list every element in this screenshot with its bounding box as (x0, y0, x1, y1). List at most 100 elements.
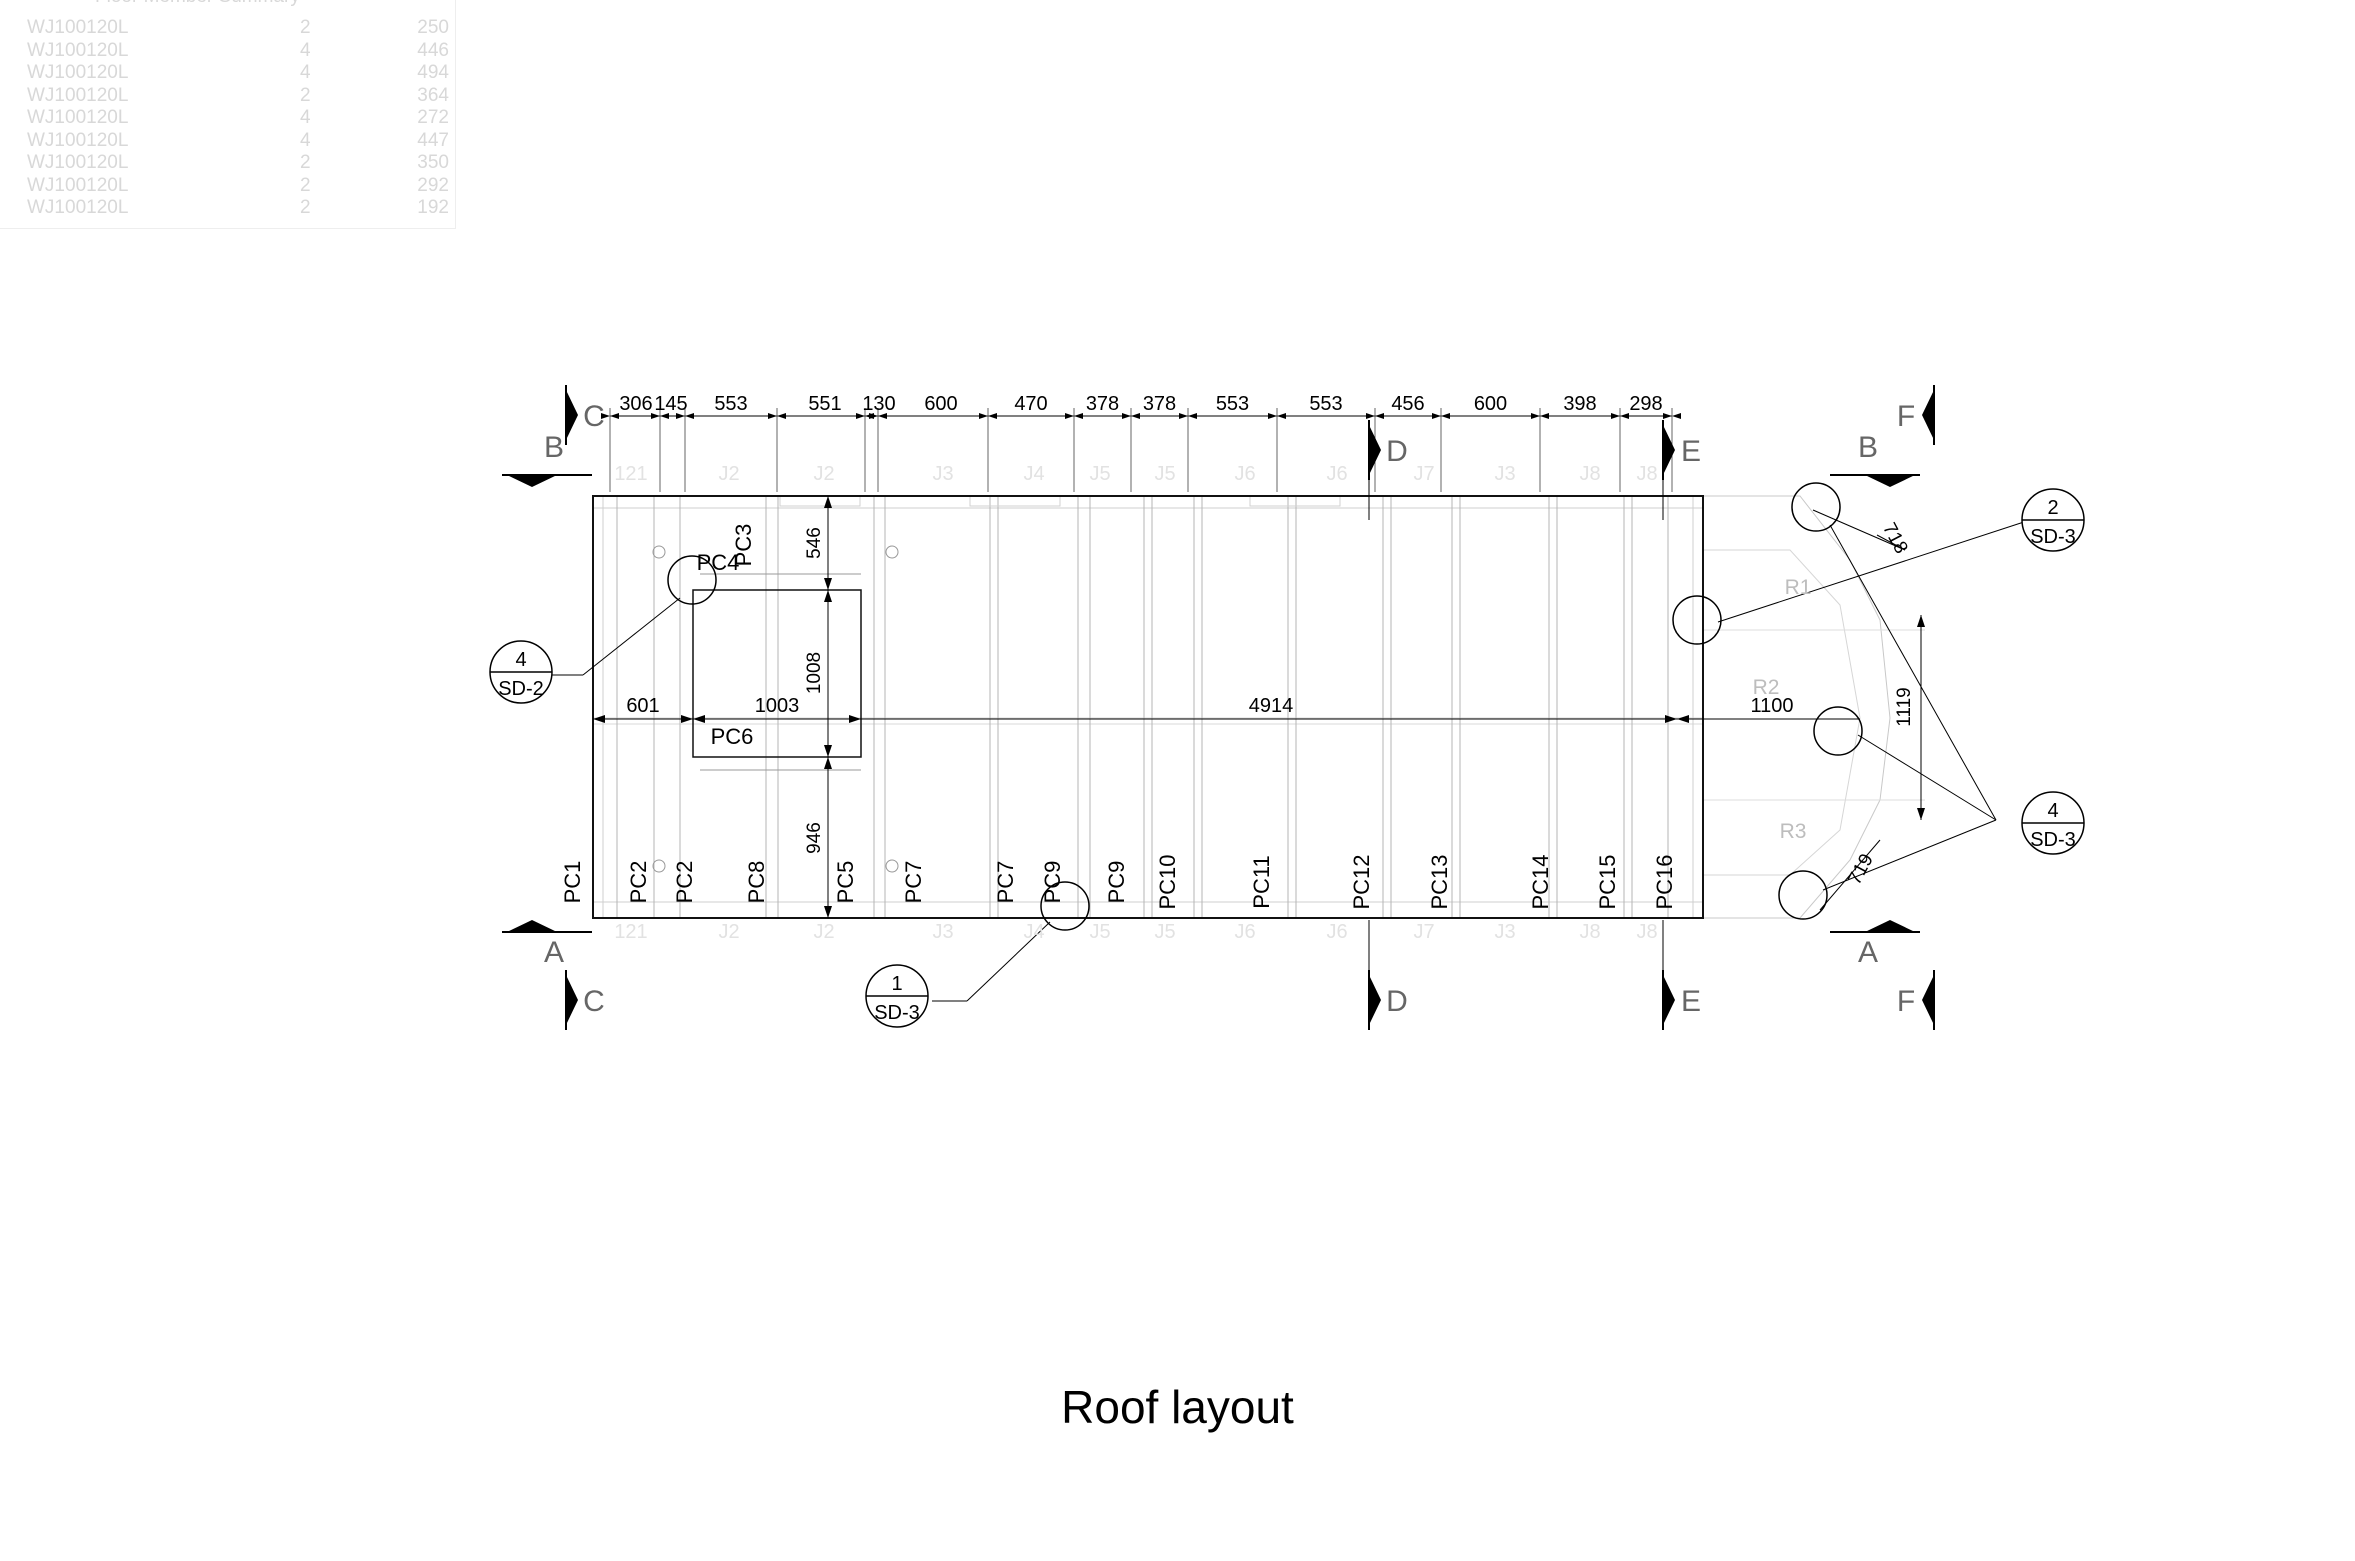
dimension-arrow (777, 413, 786, 419)
bolt-circle (885, 545, 899, 559)
faint-joist-tag: J3 (1494, 921, 1515, 943)
faint-joist-tag: J7 (1413, 921, 1434, 943)
dimension-arrow (824, 906, 832, 918)
faint-joist-tag: J3 (932, 463, 953, 485)
top-dimension-label: 551 (808, 393, 841, 415)
column-label: PC7 (993, 861, 1018, 904)
section-marks (502, 385, 1935, 1030)
dimension-arrow (1375, 413, 1384, 419)
dimension-arrow (824, 757, 832, 769)
section-label-e: E (1681, 435, 1701, 468)
member-summary-table: Floor Member Summary WJ100120L2250WJ1001… (0, 0, 456, 229)
column-label: PC10 (1155, 854, 1180, 909)
dimension-arrow (601, 413, 610, 419)
dimension-arrow (979, 413, 988, 419)
top-dimension-label: 130 (862, 393, 895, 415)
faint-joist-tag: J2 (718, 921, 739, 943)
leader-line (1717, 519, 2031, 623)
summary-cell-member: WJ100120L (27, 129, 129, 151)
top-dimension-label: 553 (714, 393, 747, 415)
dimension-arrow (676, 413, 685, 419)
detail-ring (1672, 595, 1722, 645)
dimension-arrow (660, 413, 669, 419)
callout-number: 4 (515, 649, 526, 671)
faint-joist-tag: J6 (1326, 463, 1347, 485)
dimension-label: 1100 (1750, 695, 1793, 717)
section-label-f: F (1897, 985, 1915, 1018)
faint-joist-tag: 121 (614, 463, 647, 485)
dimension-line (1819, 839, 1881, 911)
top-dimension-label: 306 (619, 393, 652, 415)
dimension-arrow (1665, 715, 1677, 723)
bolt-circle (885, 859, 899, 873)
faint-joist-tag: J8 (1636, 921, 1657, 943)
faint-joist-tag: J8 (1579, 921, 1600, 943)
summary-cell-member: WJ100120L (27, 39, 129, 61)
summary-cell-qty: 4 (300, 107, 311, 128)
section-label-b: B (1858, 431, 1878, 464)
bay-label: R1 (1785, 576, 1812, 599)
dimension-arrow (849, 715, 861, 723)
dimension-arrow (1917, 615, 1925, 627)
summary-cell-member: WJ100120L (27, 152, 129, 173)
dimension-arrow (1611, 413, 1620, 419)
dimension-label: 1003 (755, 695, 800, 717)
top-dimension-label: 298 (1629, 393, 1662, 415)
summary-cell-length: 447 (417, 129, 449, 151)
callout-number: 2 (2047, 497, 2058, 519)
bay-outline (1703, 495, 1891, 919)
column-label: PC2 (672, 861, 697, 904)
summary-cell-member: WJ100120L (27, 174, 129, 196)
top-dimension-label: 600 (924, 393, 957, 415)
top-dimension-label: 378 (1143, 393, 1176, 415)
section-arrow (1865, 920, 1915, 932)
summary-cell-qty: 4 (300, 129, 311, 151)
summary-cell-member: WJ100120L (27, 84, 129, 106)
callout-number: 4 (2047, 800, 2058, 822)
top-dimension-label: 553 (1309, 393, 1342, 415)
dimension-line (1876, 534, 1906, 551)
detail-ring (1791, 482, 1841, 532)
section-label-f: F (1897, 400, 1915, 433)
dimension-arrow (824, 590, 832, 602)
summary-cell-qty: 2 (300, 152, 311, 173)
section-arrow (1922, 390, 1934, 440)
summary-cell-length: 292 (417, 174, 449, 196)
dimension-arrow (869, 413, 878, 419)
faint-joist-tag: J3 (932, 921, 953, 943)
faint-joist-tag: J2 (813, 463, 834, 485)
bay-label: R2 (1753, 676, 1780, 699)
dimension-arrow (988, 413, 997, 419)
faint-joist-tag: 121 (614, 921, 647, 943)
dimension-arrow (1366, 413, 1375, 419)
callout-sheet: SD-3 (2030, 829, 2076, 851)
column-label: PC8 (744, 861, 769, 904)
top-dimension-label: 600 (1474, 393, 1507, 415)
top-dimension-label: 378 (1086, 393, 1119, 415)
section-label-d: D (1386, 985, 1408, 1018)
section-arrow (1663, 975, 1675, 1025)
dimension-arrow (1441, 413, 1450, 419)
faint-joist-tag: J3 (1494, 463, 1515, 485)
top-dimension-label: 398 (1563, 393, 1596, 415)
dimension-arrow (1179, 413, 1188, 419)
column-label: PC11 (1249, 855, 1274, 908)
dimension-label: 946 (804, 822, 825, 854)
opening-label: PC3 (731, 524, 756, 567)
faint-framing (593, 495, 1925, 919)
dimension-arrow (1663, 413, 1672, 419)
dimension-line (1812, 509, 1906, 551)
summary-cell-length: 272 (417, 107, 449, 128)
faint-joist-tag: J7 (1413, 463, 1434, 485)
dimension-label: 601 (626, 695, 659, 717)
dimension-label: 1119 (1894, 687, 1915, 726)
dimension-arrow (1277, 413, 1286, 419)
summary-cell-length: 350 (417, 152, 449, 173)
top-dimension-label: 145 (654, 393, 687, 415)
section-label-c: C (583, 985, 605, 1018)
section-arrow (1922, 975, 1934, 1025)
faint-joist-tag: J8 (1579, 463, 1600, 485)
dimension-arrow (856, 413, 865, 419)
